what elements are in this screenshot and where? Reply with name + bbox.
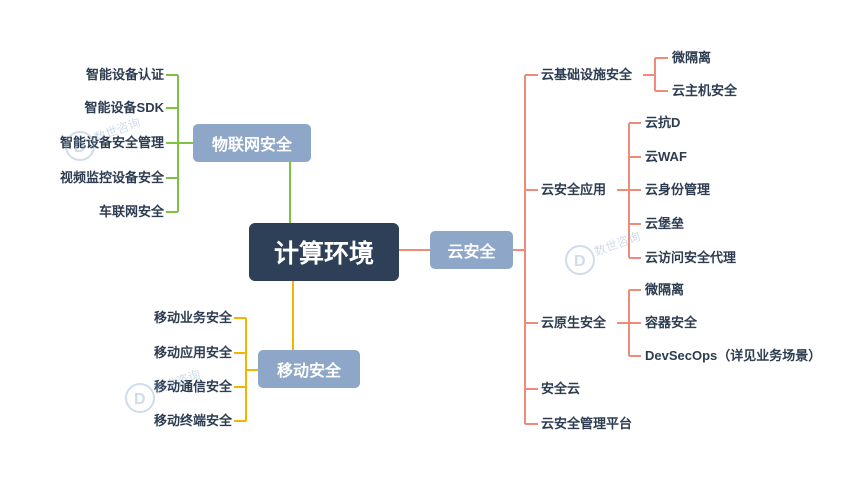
mobile-item-4: 移动终端安全 [153, 413, 232, 428]
cloud-infra-item-2: 云主机安全 [672, 83, 738, 98]
svg-text:D: D [74, 139, 86, 156]
cloud-app-item-4: 云堡垒 [645, 216, 685, 231]
watermark-logo: D 数世咨询 [65, 118, 142, 161]
branch-cloud: 云安全 [430, 231, 513, 269]
iot-item-2: 智能设备SDK [84, 100, 164, 115]
mobile-item-3: 移动通信安全 [153, 379, 232, 394]
cloud-group-native: 云原生安全 [541, 315, 607, 330]
svg-text:数世咨询: 数世咨询 [92, 118, 142, 145]
mobile-item-2: 移动应用安全 [153, 345, 232, 360]
iot-item-1: 智能设备认证 [85, 67, 164, 82]
cloud-native-item-2: 容器安全 [645, 315, 698, 330]
cloud-app-item-3: 云身份管理 [645, 182, 711, 197]
cloud-infra-item-1: 微隔离 [672, 50, 712, 65]
cloud-group-infra: 云基础设施安全 [541, 67, 633, 82]
iot-item-5: 车联网安全 [98, 204, 164, 219]
cloud-group-security-cloud: 安全云 [541, 381, 581, 396]
cloud-native-item-3: DevSecOps（详见业务场景） [645, 348, 822, 363]
cloud-app-item-5: 云访问安全代理 [645, 250, 737, 265]
mobile-item-1: 移动业务安全 [153, 310, 232, 325]
watermark-logo: D 数世咨询 [125, 370, 202, 413]
svg-text:数世咨询: 数世咨询 [592, 232, 642, 259]
iot-item-3: 智能设备安全管理 [59, 135, 164, 150]
svg-text:D: D [574, 253, 586, 270]
watermark-logo: D 数世咨询 [565, 232, 642, 275]
iot-item-4: 视频监控设备安全 [59, 170, 164, 185]
root-node: 计算环境 [249, 223, 399, 281]
branch-mobile: 移动安全 [258, 350, 360, 388]
cloud-group-mgmt-platform: 云安全管理平台 [541, 416, 633, 431]
cloud-app-item-2: 云WAF [645, 149, 687, 164]
svg-text:数世咨询: 数世咨询 [152, 370, 202, 397]
cloud-native-item-1: 微隔离 [645, 282, 685, 297]
branch-iot: 物联网安全 [193, 124, 311, 162]
svg-text:D: D [134, 391, 146, 408]
cloud-app-item-1: 云抗D [645, 115, 681, 130]
cloud-group-app: 云安全应用 [541, 182, 607, 197]
